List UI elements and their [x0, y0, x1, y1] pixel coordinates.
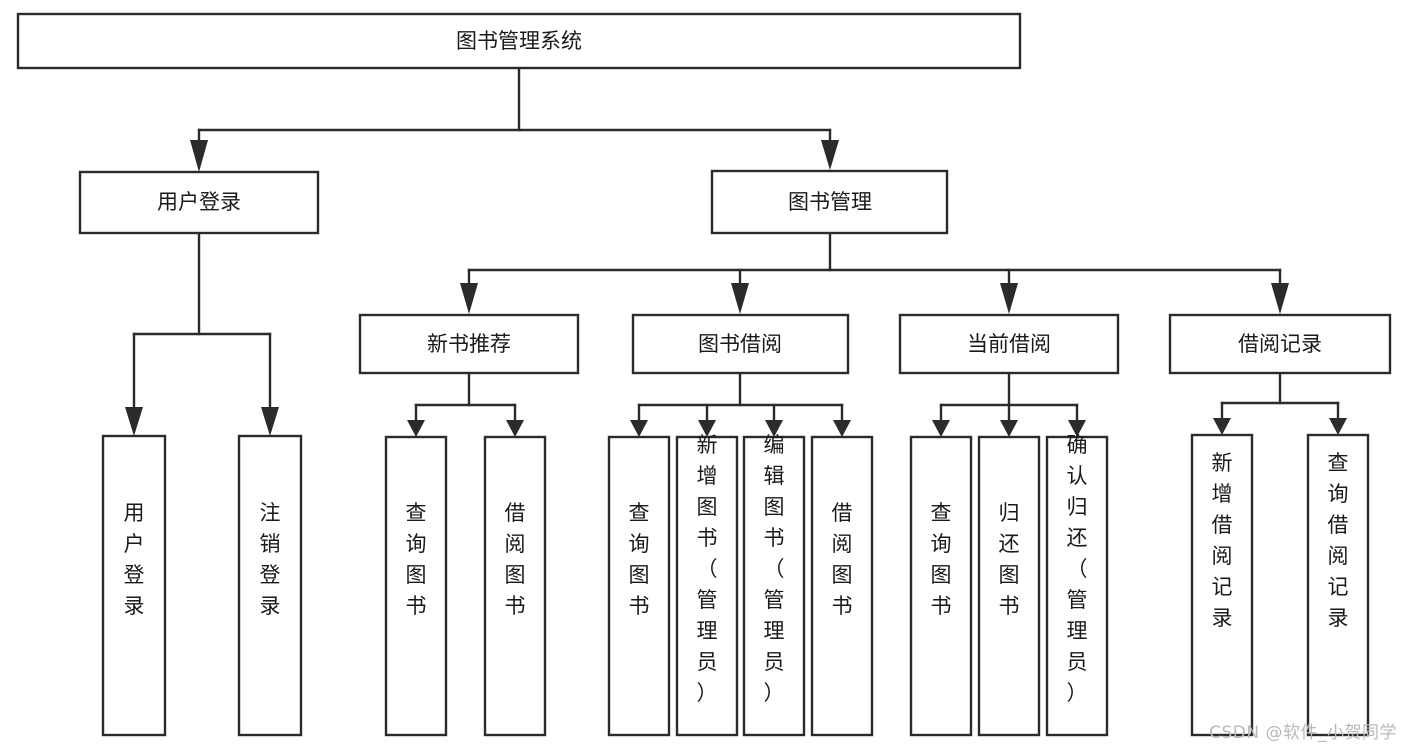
node-leaf-query-book-3-label: 查询图书: [931, 501, 952, 618]
arrow-head-icon: [407, 420, 425, 437]
node-leaf-query-book-2[interactable]: 查询图书: [607, 435, 671, 737]
node-book-borrow-label: 图书借阅: [698, 332, 782, 356]
node-current-borrow-label: 当前借阅: [967, 332, 1051, 356]
arrow-head-icon: [698, 420, 716, 437]
arrow-head-icon: [1271, 283, 1289, 314]
node-new-book-recommend[interactable]: 新书推荐: [358, 313, 580, 375]
node-new-book-recommend-label: 新书推荐: [427, 332, 511, 356]
arrow-head-icon: [1329, 418, 1347, 435]
arrow-head-icon: [190, 140, 208, 172]
node-leaf-edit-book-box[interactable]: [742, 435, 806, 737]
node-leaf-query-record-label: 查询借阅记录: [1328, 451, 1349, 630]
node-leaf-logout-login-label: 注销登录: [260, 501, 281, 618]
node-root-label: 图书管理系统: [456, 29, 582, 53]
arrow-head-icon: [932, 420, 950, 437]
node-leaf-borrow-book-2-label: 借阅图书: [832, 501, 853, 618]
node-book-borrow-box[interactable]: [631, 313, 850, 375]
arrow-head-icon: [506, 420, 524, 437]
node-leaf-confirm-return-box[interactable]: [1045, 435, 1109, 737]
node-leaf-query-record-box[interactable]: [1306, 433, 1370, 737]
node-leaf-query-book-1-label: 查询图书: [406, 501, 427, 618]
node-leaf-edit-book-label: 编辑图书（管理员）: [764, 433, 785, 705]
node-leaf-add-book-label: 新增图书（管理员）: [697, 433, 718, 705]
node-new-book-recommend-box[interactable]: [358, 313, 580, 375]
node-leaf-query-book-2-label: 查询图书: [629, 501, 650, 618]
arrow-head-icon: [765, 420, 783, 437]
node-user-login-label: 用户登录: [157, 190, 241, 214]
arrow-head-icon: [630, 420, 648, 437]
node-leaf-borrow-book-2[interactable]: 借阅图书: [810, 435, 874, 737]
node-root-box[interactable]: [16, 12, 1022, 70]
node-leaf-logout-login[interactable]: 注销登录: [237, 434, 303, 737]
node-leaf-query-book-3-box[interactable]: [909, 435, 973, 737]
node-user-login-box[interactable]: [78, 170, 320, 235]
node-leaf-confirm-return-label: 确认归还（管理员）: [1067, 433, 1088, 705]
node-book-manage-label: 图书管理: [788, 190, 872, 214]
node-leaf-query-book-3[interactable]: 查询图书: [909, 435, 973, 737]
node-leaf-add-book-box[interactable]: [675, 435, 739, 737]
node-leaf-user-login[interactable]: 用户登录: [101, 434, 167, 737]
node-root[interactable]: 图书管理系统: [16, 12, 1022, 70]
node-leaf-user-login-label: 用户登录: [124, 501, 145, 618]
node-book-manage-box[interactable]: [710, 169, 949, 235]
arrow-head-icon: [1000, 283, 1018, 314]
node-leaf-borrow-book-2-box[interactable]: [810, 435, 874, 737]
node-leaf-borrow-book-1-box[interactable]: [483, 435, 547, 737]
arrow-head-icon: [125, 407, 143, 436]
node-leaf-query-book-1-box[interactable]: [384, 435, 448, 737]
node-leaf-borrow-book-1[interactable]: 借阅图书: [483, 435, 547, 737]
node-current-borrow-box[interactable]: [898, 313, 1120, 375]
arrow-head-icon: [261, 407, 279, 436]
node-leaf-query-book-2-box[interactable]: [607, 435, 671, 737]
node-book-borrow[interactable]: 图书借阅: [631, 313, 850, 375]
connectors: [132, 66, 1340, 422]
node-leaf-add-book[interactable]: 新增图书（管理员）: [675, 433, 739, 737]
node-leaf-add-record-label: 新增借阅记录: [1212, 451, 1233, 630]
node-leaf-return-book-box[interactable]: [977, 435, 1041, 737]
node-borrow-record[interactable]: 借阅记录: [1168, 313, 1392, 375]
node-leaf-borrow-book-1-label: 借阅图书: [505, 501, 526, 618]
node-leaf-confirm-return[interactable]: 确认归还（管理员）: [1045, 433, 1109, 737]
node-leaf-add-record[interactable]: 新增借阅记录: [1190, 433, 1254, 737]
node-leaf-return-book-label: 归还图书: [999, 501, 1020, 618]
arrow-head-icon: [833, 420, 851, 437]
arrow-head-icon: [731, 283, 749, 314]
arrow-head-icon: [1000, 420, 1018, 437]
node-leaf-edit-book[interactable]: 编辑图书（管理员）: [742, 433, 806, 737]
arrow-head-icon: [1068, 420, 1086, 437]
node-user-login[interactable]: 用户登录: [78, 170, 320, 235]
node-leaf-return-book[interactable]: 归还图书: [977, 435, 1041, 737]
arrow-head-icon: [1213, 418, 1231, 435]
arrow-head-icon: [821, 140, 839, 170]
node-borrow-record-box[interactable]: [1168, 313, 1392, 375]
node-current-borrow[interactable]: 当前借阅: [898, 313, 1120, 375]
node-book-manage[interactable]: 图书管理: [710, 169, 949, 235]
node-leaf-logout-login-box[interactable]: [237, 434, 303, 737]
node-leaf-query-record[interactable]: 查询借阅记录: [1306, 433, 1370, 737]
node-leaf-add-record-box[interactable]: [1190, 433, 1254, 737]
node-leaf-query-book-1[interactable]: 查询图书: [384, 435, 448, 737]
node-leaf-user-login-box[interactable]: [101, 434, 167, 737]
arrow-heads: [125, 140, 1347, 437]
node-borrow-record-label: 借阅记录: [1238, 332, 1322, 356]
arrow-head-icon: [460, 283, 478, 314]
